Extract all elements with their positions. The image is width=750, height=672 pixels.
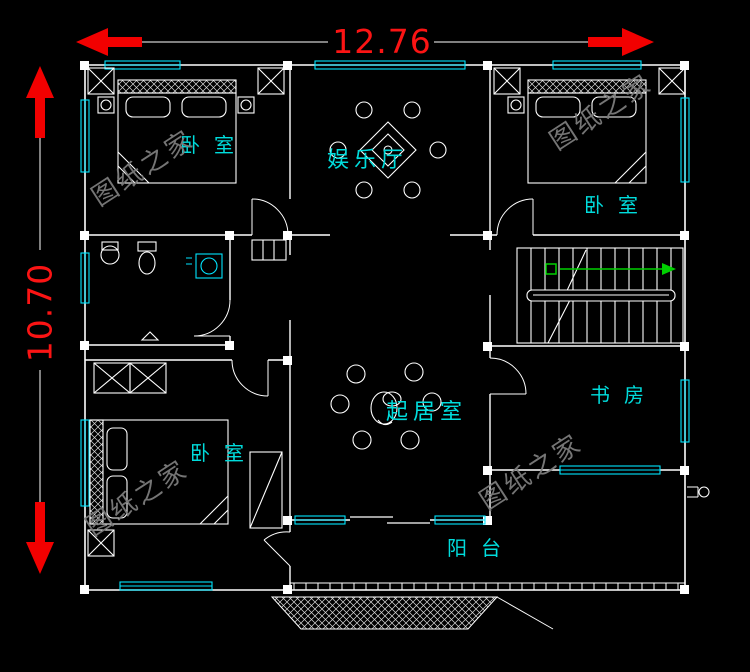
- washing-machine: [186, 253, 223, 279]
- dimension-left-arrows: [26, 66, 54, 574]
- furniture-entertainment: [329, 101, 447, 199]
- room-label-entertainment: 娱乐厅: [327, 148, 409, 173]
- bathroom-fixtures: [100, 239, 287, 341]
- balcony-railing: [289, 582, 686, 591]
- stairs: [516, 247, 684, 344]
- furniture-bedroom-bottom-left: [87, 362, 283, 557]
- sliding-door: [350, 516, 430, 524]
- furniture-bedroom-top-left: [87, 67, 285, 184]
- stairs-direction-arrow: [545, 263, 676, 275]
- dimension-height-label: 10.70: [20, 262, 60, 363]
- dimension-top-arrows: [76, 28, 654, 56]
- room-label-bedroom-bottom-left: 卧室: [190, 441, 258, 465]
- room-label-balcony: 阳台: [447, 536, 515, 560]
- room-label-study: 书房: [590, 383, 658, 407]
- room-label-living-room: 起居室: [386, 400, 468, 425]
- furniture-bedroom-top-right: [493, 67, 686, 184]
- windows: [80, 60, 690, 591]
- room-label-bedroom-top-left: 卧室: [180, 133, 248, 157]
- dimension-width-label: 12.76: [332, 22, 432, 61]
- doors: [193, 198, 534, 567]
- room-label-bedroom-top-right: 卧室: [584, 193, 652, 217]
- drain-pipe-symbol: [687, 486, 710, 498]
- furniture-living-room: [330, 362, 442, 450]
- porch-steps: [270, 596, 554, 630]
